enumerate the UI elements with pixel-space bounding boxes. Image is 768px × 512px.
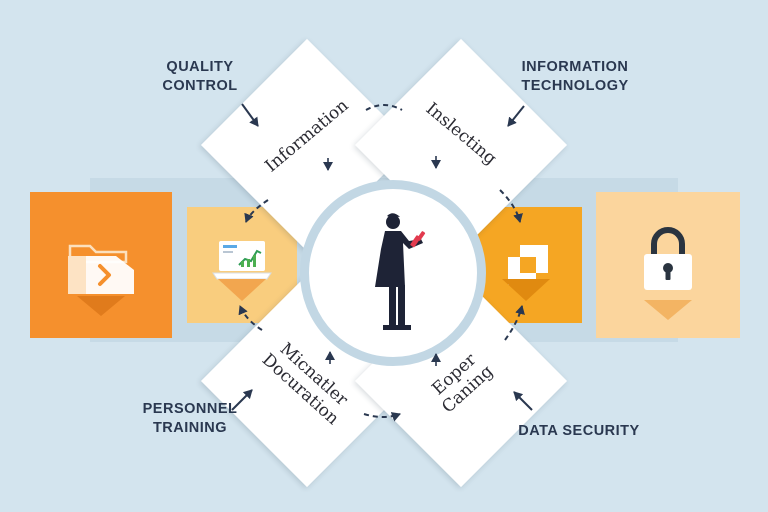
label-line: QUALITY: [166, 59, 234, 75]
person-with-phone-icon: [375, 213, 426, 330]
label-line: INFORMATION: [521, 59, 629, 75]
central-hub: [300, 180, 486, 366]
corner-blocks-icon: [508, 245, 548, 285]
label-quality-control: QUALITY CONTROL: [140, 58, 260, 96]
lock-tile: [596, 192, 740, 338]
label-line: PERSONNEL: [142, 401, 238, 417]
folder-tile: [30, 192, 172, 338]
laptop-chart-icon: [212, 241, 272, 280]
label-line: TRAINING: [152, 420, 228, 436]
folder-arrow-icon: [68, 244, 134, 294]
label-personnel-training: PERSONNEL TRAINING: [130, 400, 250, 438]
label-data-security: DATA SECURITY: [504, 422, 654, 441]
padlock-icon: [644, 227, 692, 290]
laptop-tile: [187, 207, 297, 323]
label-line: DATA SECURITY: [518, 423, 640, 439]
blocks-tile: [470, 207, 582, 323]
label-information-technology: INFORMATION TECHNOLOGY: [500, 58, 650, 96]
label-line: CONTROL: [162, 78, 238, 94]
label-line: TECHNOLOGY: [521, 78, 629, 94]
